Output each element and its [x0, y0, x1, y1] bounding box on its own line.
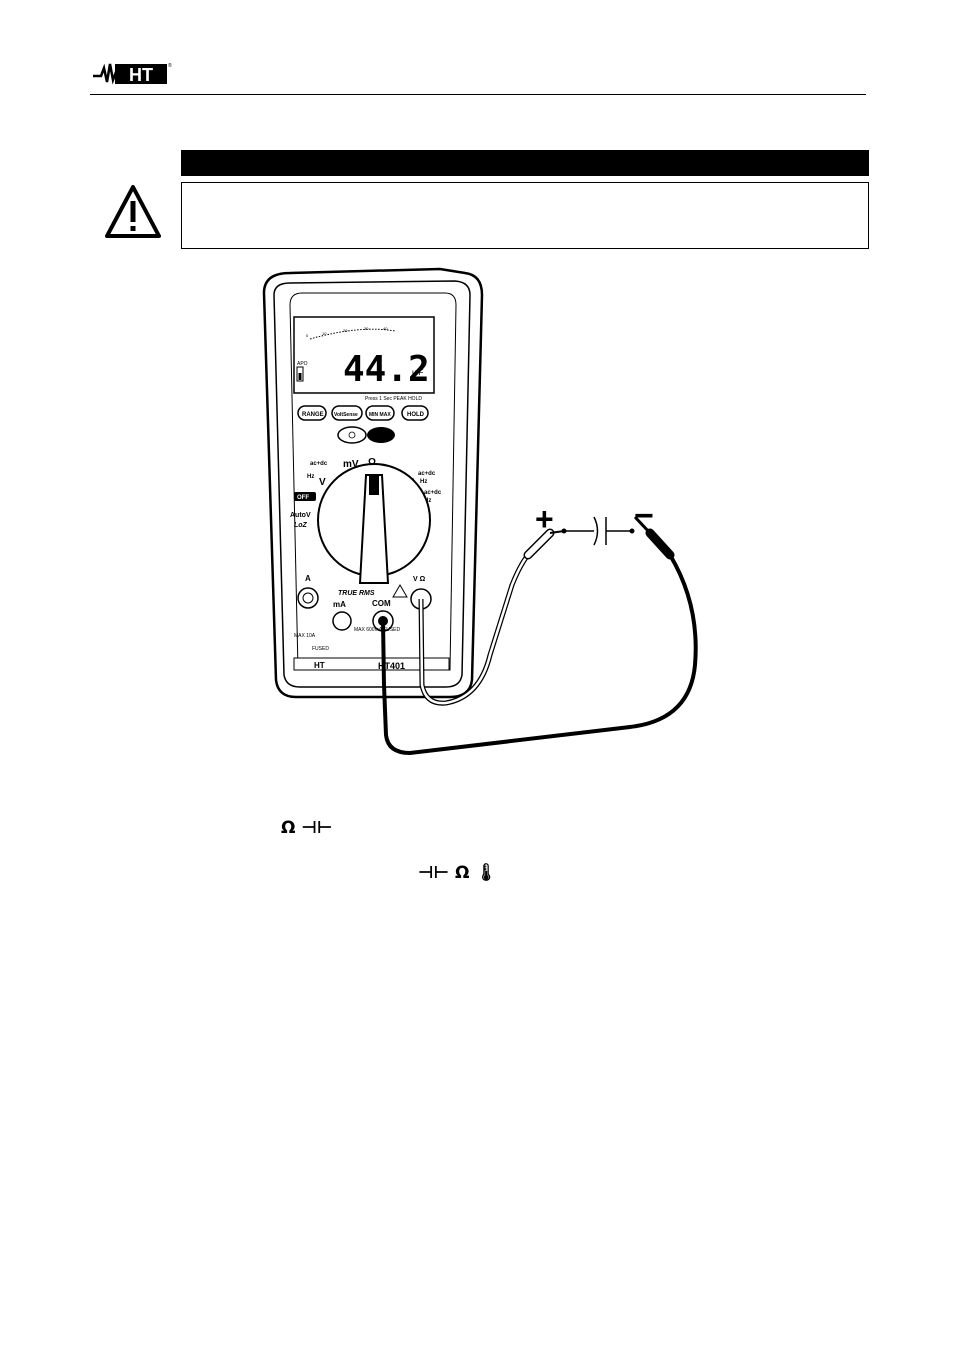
meter-model: HT401	[378, 661, 405, 671]
function-button[interactable]	[367, 427, 395, 443]
terminal-v-label: V Ω	[413, 576, 426, 583]
voltsense-button[interactable]: VoltSense	[331, 405, 363, 421]
dial-acdc-v: ac+dc	[310, 461, 328, 467]
warning-box	[181, 182, 869, 249]
caution-icon	[392, 584, 408, 598]
voltsense-button-label: VoltSense	[334, 412, 358, 418]
min-max-button[interactable]: MIN MAX	[365, 405, 395, 421]
black-probe	[645, 528, 675, 560]
true-rms-label: TRUE RMS	[338, 590, 375, 597]
terminal-ma-label: mA	[333, 600, 346, 609]
dial-ohm: Ω	[368, 457, 376, 468]
lcd-apo: APO	[297, 361, 308, 367]
dial-mv: mV	[343, 459, 359, 470]
battery-icon	[296, 366, 304, 382]
dial-acdc-a: ac+dc	[424, 490, 442, 496]
dial-off: OFF	[297, 495, 309, 501]
lcd-tick-4: 40	[383, 326, 388, 331]
dial-hz-v: Hz	[307, 474, 314, 480]
ohm-capacitance-symbols: Ω ⊣⊢	[281, 818, 333, 838]
range-button-label: RANGE	[302, 412, 324, 418]
max-ma-label: MAX 600mA FUSED	[354, 627, 401, 633]
dial-loz: LoZ	[294, 522, 308, 529]
min-max-button-label: MIN MAX	[369, 412, 391, 418]
hold-button-label: HOLD	[407, 412, 425, 418]
lcd-screen	[293, 316, 435, 394]
max-10a-label: MAX 10A	[294, 633, 316, 639]
logo-text: HT	[129, 65, 153, 85]
capacitance-ohm-temp-symbols: ⊣⊢ Ω 🌡	[418, 863, 497, 883]
dial-pointer	[369, 475, 379, 495]
dial-hz-ma: Hz	[420, 479, 427, 485]
off-badge	[294, 492, 316, 501]
lcd-tick-2: 20	[343, 328, 348, 333]
capacitor-plus: +	[535, 501, 554, 537]
red-test-lead	[419, 554, 529, 705]
lcd-bargraph	[309, 328, 396, 340]
bulb-icon	[348, 431, 356, 439]
terminal-a[interactable]	[297, 587, 319, 609]
multimeter-capacitor-figure: 0 10 20 30 40 APO 44.2 u F Press 1 Sec P…	[250, 265, 720, 770]
hold-button[interactable]: HOLD	[401, 405, 429, 421]
ht-brand-logo-icon: HT ®	[93, 62, 172, 85]
header-rule	[90, 94, 866, 95]
ht-logo: HT ®	[93, 58, 173, 88]
dial-autov: AutoV	[290, 512, 311, 519]
range-button[interactable]: RANGE	[297, 405, 327, 421]
brand-strip	[293, 657, 450, 671]
capacitor-symbol	[561, 516, 635, 546]
warning-triangle-icon	[104, 184, 162, 240]
terminal-ma[interactable]	[332, 611, 352, 631]
fused-label: FUSED	[312, 646, 329, 652]
red-probe	[525, 530, 553, 558]
svg-text:®: ®	[168, 62, 172, 69]
capacitor-minus: −	[634, 497, 654, 535]
dial-v: V	[319, 477, 326, 488]
lcd-value: 44.2	[343, 349, 430, 390]
dial-acdc-ma: ac+dc	[418, 471, 436, 477]
lcd-tick-1: 10	[322, 331, 327, 336]
peak-hold-label: Press 1 Sec PEAK HOLD	[365, 396, 422, 402]
black-test-lead	[381, 553, 698, 756]
terminal-com-label: COM	[372, 599, 391, 608]
lcd-unit: u F	[412, 368, 424, 377]
backlight-button[interactable]	[337, 426, 367, 444]
warning-title-bar	[181, 150, 869, 176]
meter-brand: HT	[314, 661, 325, 670]
lcd-tick-0: 0	[306, 333, 309, 338]
lcd-tick-3: 30	[364, 326, 369, 331]
terminal-a-label: A	[305, 574, 311, 583]
